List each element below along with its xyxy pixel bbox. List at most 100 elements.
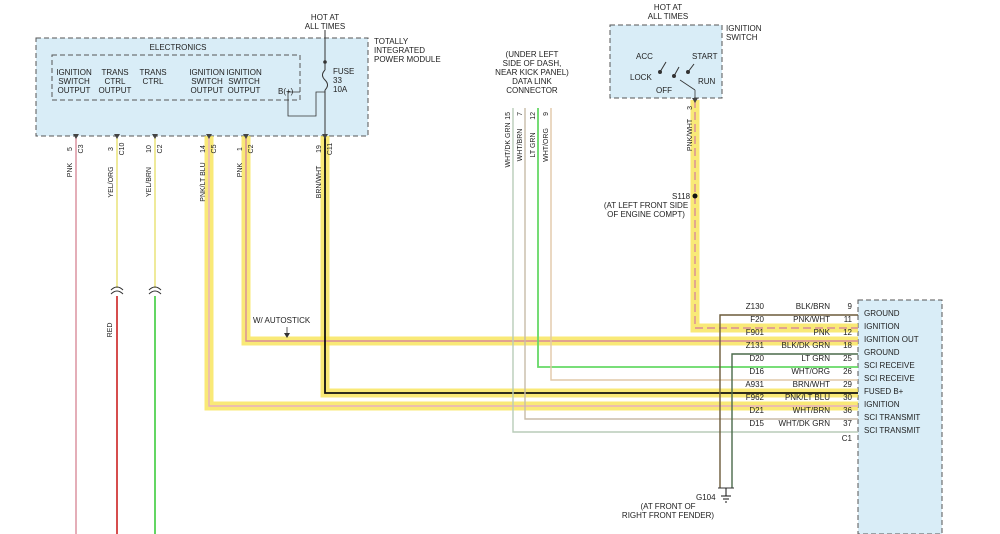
module-row-2-circuit: F901 bbox=[746, 328, 765, 337]
wire-pnk-lt-blu bbox=[208, 136, 858, 407]
module-row-4-func: SCI RECEIVE bbox=[864, 361, 915, 370]
tipm-output-0-wire: PNK bbox=[67, 162, 74, 177]
tipm-output-1-conn: C10 bbox=[119, 142, 126, 155]
module-row-7-pin: 30 bbox=[843, 393, 852, 402]
module-row-2-wire: PNK bbox=[814, 328, 831, 337]
module-row-1-pin: 11 bbox=[844, 315, 853, 324]
ignition-switch-box bbox=[609, 24, 723, 99]
dlc-pin-0: 15 bbox=[505, 112, 512, 120]
module-row-0-func: GROUND bbox=[864, 309, 900, 318]
dlc-wire-3: WHT/ORG bbox=[543, 128, 550, 162]
tipm-output-0-pin: 5 bbox=[67, 147, 74, 151]
module-row-5-wire: WHT/ORG bbox=[791, 367, 830, 376]
autostick-arrow-icon bbox=[284, 327, 290, 338]
module-row-7-wire: PNK/LT BLU bbox=[785, 393, 830, 402]
module-row-9-func: SCI TRANSMIT bbox=[864, 426, 920, 435]
tipm-output-2-conn: C2 bbox=[157, 144, 164, 153]
dlc-wire-2: LT GRN bbox=[530, 132, 537, 157]
wires bbox=[75, 30, 858, 534]
fuse-top-dot bbox=[323, 60, 327, 64]
wire-wht-dk-grn bbox=[512, 108, 858, 433]
module-row-9-wire: WHT/DK GRN bbox=[778, 419, 830, 428]
module-row-9-pin: 37 bbox=[843, 419, 852, 428]
s118-id: S118 bbox=[672, 192, 691, 201]
module-row-6-circuit: A931 bbox=[745, 380, 764, 389]
tipm-output-2-pin: 10 bbox=[146, 145, 153, 153]
dlc-pin-2: 12 bbox=[530, 112, 537, 120]
ign-acc: ACC bbox=[636, 52, 653, 61]
tipm-output-4-conn: C2 bbox=[248, 144, 255, 153]
module-row-5-func: SCI RECEIVE bbox=[864, 374, 915, 383]
tipm-output-2-wire: YEL/BRN bbox=[146, 167, 153, 197]
tipm-output-3-pin: 14 bbox=[200, 145, 207, 153]
module-row-2-pin: 12 bbox=[843, 328, 852, 337]
wire-brn-wht bbox=[324, 136, 858, 394]
tipm-output-0-conn: C3 bbox=[78, 144, 85, 153]
tipm-output-4-pin: 1 bbox=[237, 147, 244, 151]
module-row-8-circuit: D21 bbox=[749, 406, 764, 415]
module-row-6-func: FUSED B+ bbox=[864, 387, 904, 396]
module-row-8-wire: WHT/BRN bbox=[793, 406, 831, 415]
electronics-label: ELECTRONICS bbox=[150, 43, 207, 52]
bplus-line bbox=[287, 91, 325, 117]
wire-wht-org bbox=[550, 108, 858, 381]
module-row-0-circuit: Z130 bbox=[746, 302, 765, 311]
module-row-0-wire: BLK/BRN bbox=[796, 302, 830, 311]
module-row-5-pin: 26 bbox=[843, 367, 852, 376]
module-row-1-func: IGNITION bbox=[864, 322, 900, 331]
tipm-output-3-conn: C5 bbox=[211, 144, 218, 153]
module-row-8-pin: 36 bbox=[843, 406, 852, 415]
module-row-4-wire: LT GRN bbox=[801, 354, 830, 363]
module-row-7-circuit: F962 bbox=[746, 393, 765, 402]
s118-splice-dot bbox=[692, 193, 698, 199]
module-row-2-func: IGNITION OUT bbox=[864, 335, 919, 344]
module-row-0-pin: 9 bbox=[848, 302, 853, 311]
bplus-label: B(+) bbox=[278, 87, 294, 96]
fuse-symbol bbox=[322, 69, 328, 91]
module-row-6-pin: 29 bbox=[843, 380, 852, 389]
ignition-switch-contacts-icon bbox=[658, 61, 696, 98]
ground-symbol-icon bbox=[721, 488, 731, 503]
ign-start: START bbox=[692, 52, 718, 61]
tipm-box bbox=[35, 37, 369, 137]
highlight-pnk-c2 bbox=[241, 136, 858, 346]
module-row-3-pin: 18 bbox=[843, 341, 852, 350]
ign-wire: PNK/WHT bbox=[687, 118, 694, 151]
tipm-output-5-wire: BRN/WHT bbox=[316, 165, 323, 198]
highlight-pnk-wht bbox=[690, 100, 858, 333]
wire-lt-grn bbox=[537, 108, 858, 368]
module-row-3-circuit: Z131 bbox=[746, 341, 765, 350]
wire-blk-brn bbox=[719, 314, 858, 488]
module-row-4-circuit: D20 bbox=[749, 354, 764, 363]
dlc-wire-1: WHT/BRN bbox=[517, 129, 524, 162]
tipm-output-5-conn: C11 bbox=[327, 143, 334, 155]
dlc-wire-0: WHT/DK GRN bbox=[505, 122, 512, 167]
module-row-8-func: SCI TRANSMIT bbox=[864, 413, 920, 422]
dlc-pin-1: 7 bbox=[517, 112, 524, 116]
dlc-pin-3: 9 bbox=[543, 112, 550, 116]
wire-blk-dk-grn bbox=[731, 353, 858, 488]
g104-id: G104 bbox=[696, 493, 716, 502]
wire-pnk-c2 bbox=[245, 136, 858, 342]
tipm-output-1-wire: YEL/ORG bbox=[108, 166, 115, 197]
wire-pnk-wht bbox=[694, 100, 858, 329]
module-row-1-wire: PNK/WHT bbox=[793, 315, 830, 324]
highlight-pnk-lt-blu bbox=[204, 136, 858, 411]
module-row-3-func: GROUND bbox=[864, 348, 900, 357]
module-row-9-circuit: D15 bbox=[749, 419, 764, 428]
tipm-output-3-wire: PNK/LT BLU bbox=[200, 162, 207, 201]
